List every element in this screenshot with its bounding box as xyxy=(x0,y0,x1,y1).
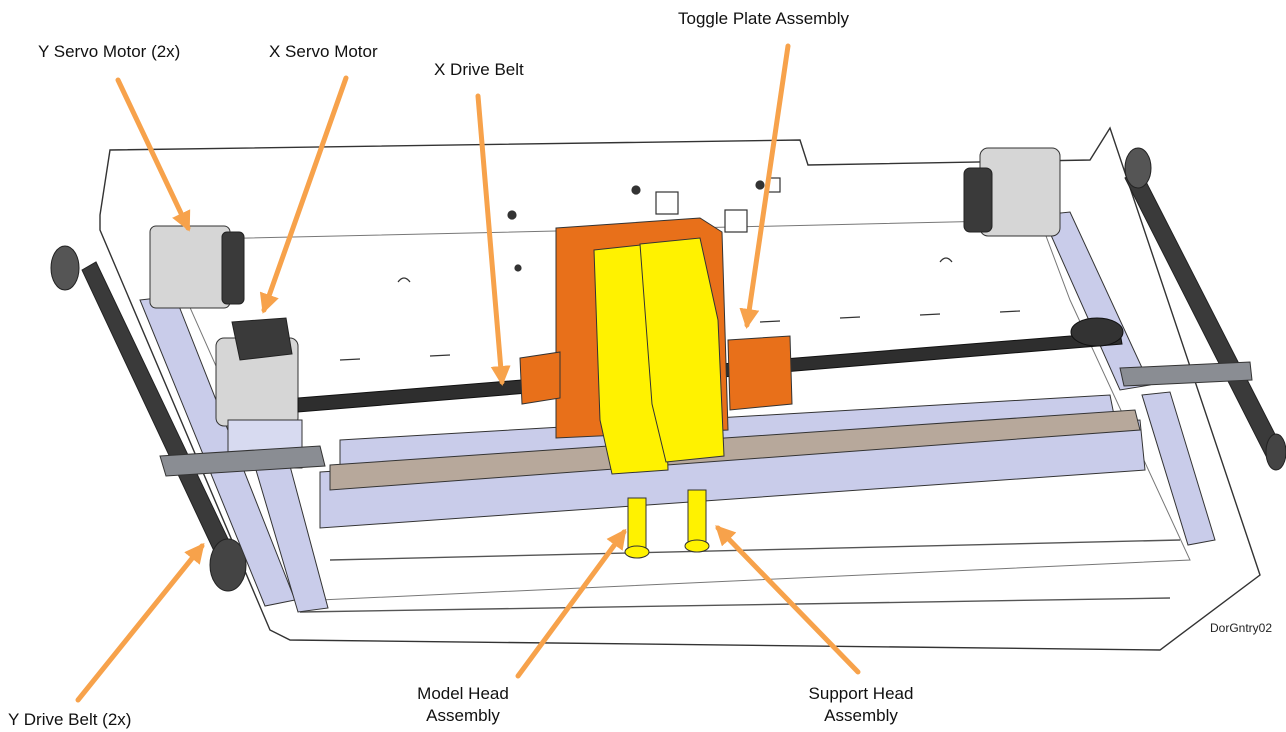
x-gantry-beam xyxy=(159,361,1253,529)
label-support-head-line1: Support Head xyxy=(808,684,914,703)
arrow-y-servo-motor xyxy=(115,77,191,232)
label-y-servo-motor: Y Servo Motor (2x) xyxy=(38,42,181,61)
callout-arrows xyxy=(75,43,861,703)
x-servo-motor xyxy=(215,317,303,469)
arrow-toggle-plate xyxy=(739,43,791,329)
label-y-drive-belt: Y Drive Belt (2x) xyxy=(8,710,132,729)
label-support-head-assembly: Support Head Assembly xyxy=(796,683,926,727)
y-servo-motor-right xyxy=(963,147,1061,237)
label-model-head-assembly: Model Head Assembly xyxy=(403,683,523,727)
support-head-assembly xyxy=(639,237,725,553)
figure-id-label: DorGntry02 xyxy=(1210,621,1273,635)
arrow-x-servo-motor xyxy=(259,75,349,314)
label-model-head-line1: Model Head xyxy=(417,684,509,703)
rear-plate-details xyxy=(339,177,1021,361)
label-x-servo-motor: X Servo Motor xyxy=(269,42,378,61)
label-support-head-line2: Assembly xyxy=(824,706,898,725)
arrow-y-drive-belt xyxy=(75,542,205,703)
arrow-model-head xyxy=(515,528,627,679)
arrow-x-drive-belt xyxy=(475,93,511,386)
arrow-support-head xyxy=(715,525,861,675)
label-model-head-line2: Assembly xyxy=(426,706,500,725)
label-x-drive-belt: X Drive Belt xyxy=(434,60,524,79)
y-servo-motor-left xyxy=(149,225,245,309)
label-toggle-plate-assembly: Toggle Plate Assembly xyxy=(678,9,850,28)
